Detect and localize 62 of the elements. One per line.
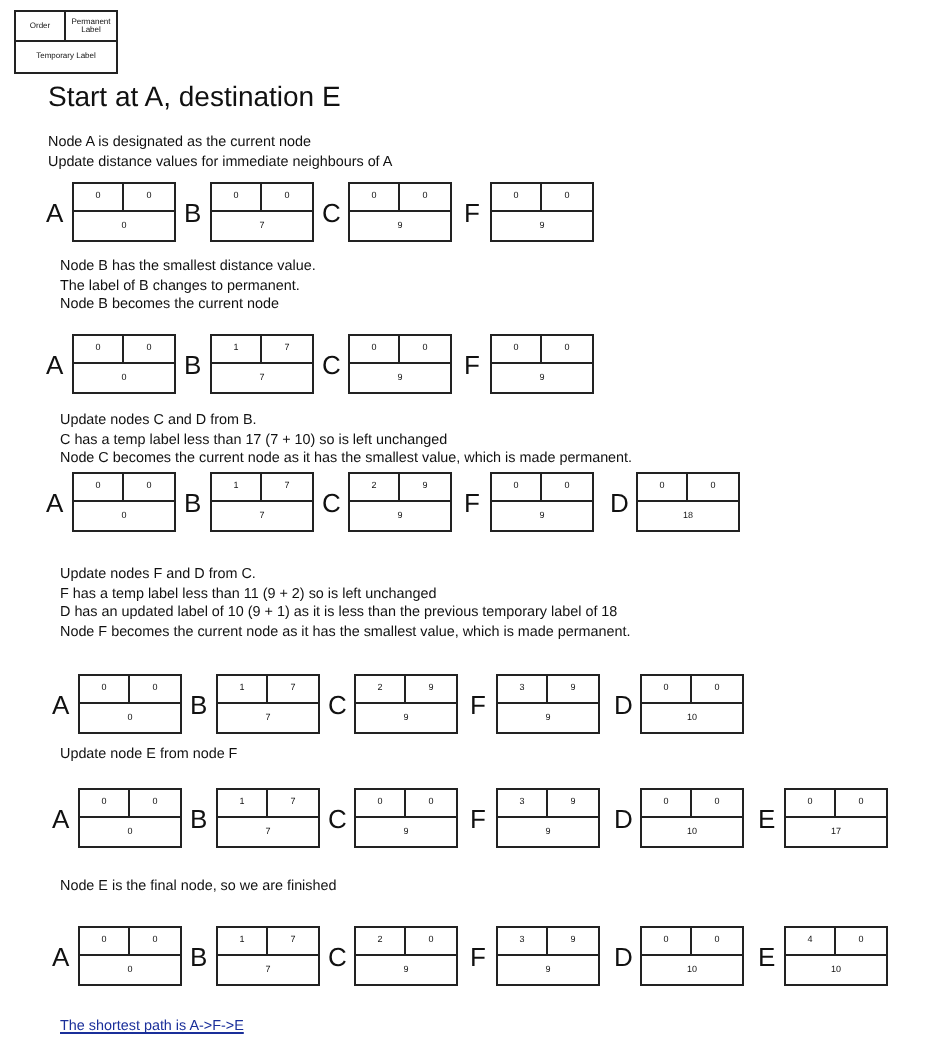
label-table xyxy=(784,926,888,986)
legend-key-table xyxy=(14,10,118,74)
label-table xyxy=(354,926,458,986)
node-letter: D xyxy=(614,692,635,718)
node-letter: C xyxy=(328,806,349,832)
node-letter: B xyxy=(184,490,204,516)
node-letter: D xyxy=(610,490,631,516)
label-table xyxy=(216,926,320,986)
node-letter: A xyxy=(52,944,72,970)
label-table xyxy=(78,788,182,848)
node-letter: B xyxy=(190,806,210,832)
label-table xyxy=(210,182,314,242)
label-table xyxy=(640,674,744,734)
label-table xyxy=(784,788,888,848)
node-letter: C xyxy=(322,200,343,226)
label-table xyxy=(640,788,744,848)
label-table xyxy=(490,334,594,394)
label-table xyxy=(354,788,458,848)
node-letter: F xyxy=(464,490,482,516)
label-table xyxy=(496,674,600,734)
node-letter: D xyxy=(614,944,635,970)
label-table xyxy=(210,334,314,394)
node-letter: B xyxy=(190,692,210,718)
node-letter: E xyxy=(758,944,778,970)
node-letter: E xyxy=(758,806,778,832)
node-letter: A xyxy=(46,490,66,516)
label-table xyxy=(210,472,314,532)
node-letter: D xyxy=(614,806,635,832)
label-table xyxy=(348,182,452,242)
node-letter: B xyxy=(190,944,210,970)
label-table xyxy=(78,674,182,734)
node-letter: F xyxy=(464,352,482,378)
title: Start at A, destination E xyxy=(48,80,341,112)
label-table xyxy=(490,182,594,242)
node-letter: A xyxy=(52,692,72,718)
node-letter: C xyxy=(322,352,343,378)
node-letter: A xyxy=(46,352,66,378)
label-table xyxy=(72,472,176,532)
node-letter: C xyxy=(328,944,349,970)
node-letter: A xyxy=(46,200,66,226)
node-letter: F xyxy=(470,806,488,832)
label-table xyxy=(78,926,182,986)
label-table xyxy=(640,926,744,986)
label-table xyxy=(636,472,740,532)
label-table xyxy=(496,788,600,848)
label-table xyxy=(216,788,320,848)
node-letter: F xyxy=(470,944,488,970)
label-table xyxy=(490,472,594,532)
node-letter: F xyxy=(464,200,482,226)
label-table xyxy=(354,674,458,734)
label-table xyxy=(72,334,176,394)
label-table xyxy=(216,674,320,734)
label-table xyxy=(348,334,452,394)
node-letter: B xyxy=(184,200,204,226)
label-table xyxy=(72,182,176,242)
node-letter: C xyxy=(322,490,343,516)
node-letter: B xyxy=(184,352,204,378)
label-table xyxy=(496,926,600,986)
node-letter: A xyxy=(52,806,72,832)
label-table xyxy=(348,472,452,532)
node-letter: F xyxy=(470,692,488,718)
node-letter: C xyxy=(328,692,349,718)
